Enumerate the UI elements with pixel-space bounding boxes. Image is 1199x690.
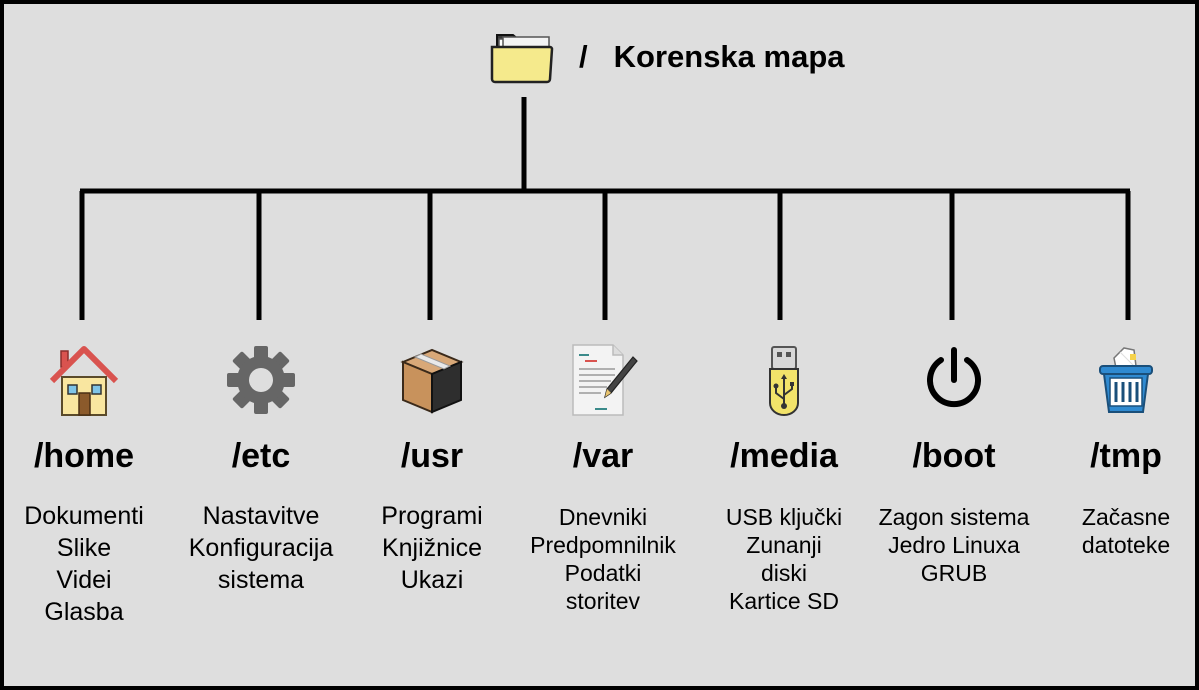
- desc-line: Dnevniki: [558, 504, 648, 530]
- desc-line: Jedro Linuxa: [888, 532, 1020, 558]
- desc-line: datoteke: [1081, 532, 1171, 558]
- desc-line: Programi: [381, 502, 483, 530]
- dir-description: Zagon sistema Jedro Linuxa GRUB: [879, 503, 1030, 587]
- desc-line: Podatki: [564, 560, 642, 586]
- dir-description: Dnevniki Predpomnilnik Podatki storitev: [530, 503, 676, 615]
- dir-description: Nastavitve Konfiguracija sistema: [189, 500, 334, 596]
- tree-connectors: [79, 97, 1131, 320]
- desc-line: Videi: [56, 566, 112, 594]
- package-icon: [392, 340, 472, 420]
- dir-name: /boot: [912, 437, 996, 475]
- desc-line: Konfiguracija: [188, 534, 334, 562]
- dir-name: /usr: [400, 437, 464, 475]
- dir-name: /tmp: [1090, 437, 1162, 475]
- dir-name: /home: [33, 437, 135, 475]
- desc-line: Zagon sistema: [878, 504, 1030, 530]
- dir-description: USB ključki Zunanji diski Kartice SD: [726, 503, 842, 615]
- dir-etc: /etc Nastavitve Konfiguracija sistema: [171, 340, 351, 596]
- desc-line: USB ključki: [725, 504, 843, 530]
- root-node: / Korenska mapa: [489, 26, 845, 88]
- desc-line: storitev: [565, 588, 641, 614]
- desc-line: sistema: [217, 566, 305, 594]
- root-symbol: /: [579, 39, 588, 74]
- dir-tmp: /tmp Začasne datoteke: [1036, 340, 1195, 559]
- folder-icon: [489, 29, 555, 85]
- desc-line: Kartice SD: [729, 588, 839, 614]
- desc-line: GRUB: [920, 560, 988, 586]
- desc-line: Predpomnilnik: [530, 532, 676, 558]
- desc-line: Dokumenti: [24, 502, 144, 530]
- power-icon: [914, 340, 994, 420]
- dir-description: Programi Knjižnice Ukazi: [381, 500, 482, 596]
- house-icon: [44, 340, 124, 420]
- desc-line: Glasba: [44, 598, 124, 626]
- desc-line: Začasne: [1081, 504, 1171, 530]
- dir-usr: /usr Programi Knjižnice Ukazi: [342, 340, 522, 596]
- dir-media: /media USB ključki Zunanji diski Kartice…: [694, 340, 874, 615]
- root-title: Korenska mapa: [613, 39, 845, 74]
- desc-line: Knjižnice: [381, 534, 483, 562]
- dir-var: /var Dnevniki Predpomnilnik Podatki stor…: [513, 340, 693, 615]
- document-pen-icon: [563, 340, 643, 420]
- dir-boot: /boot Zagon sistema Jedro Linuxa GRUB: [864, 340, 1044, 587]
- desc-line: diski: [760, 560, 807, 586]
- dir-name: /etc: [231, 437, 291, 475]
- dir-home: /home Dokumenti Slike Videi Glasba: [4, 340, 174, 628]
- trash-basket-icon: [1086, 340, 1166, 420]
- dir-name: /media: [730, 437, 838, 475]
- desc-line: Ukazi: [400, 566, 464, 594]
- gear-icon: [221, 340, 301, 420]
- desc-line: Slike: [56, 534, 112, 562]
- dir-name: /var: [572, 437, 634, 475]
- usb-drive-icon: [744, 340, 824, 420]
- dir-description: Dokumenti Slike Videi Glasba: [24, 500, 144, 628]
- desc-line: Zunanji: [746, 532, 822, 558]
- dir-description: Začasne datoteke: [1082, 503, 1170, 559]
- desc-line: Nastavitve: [202, 502, 320, 530]
